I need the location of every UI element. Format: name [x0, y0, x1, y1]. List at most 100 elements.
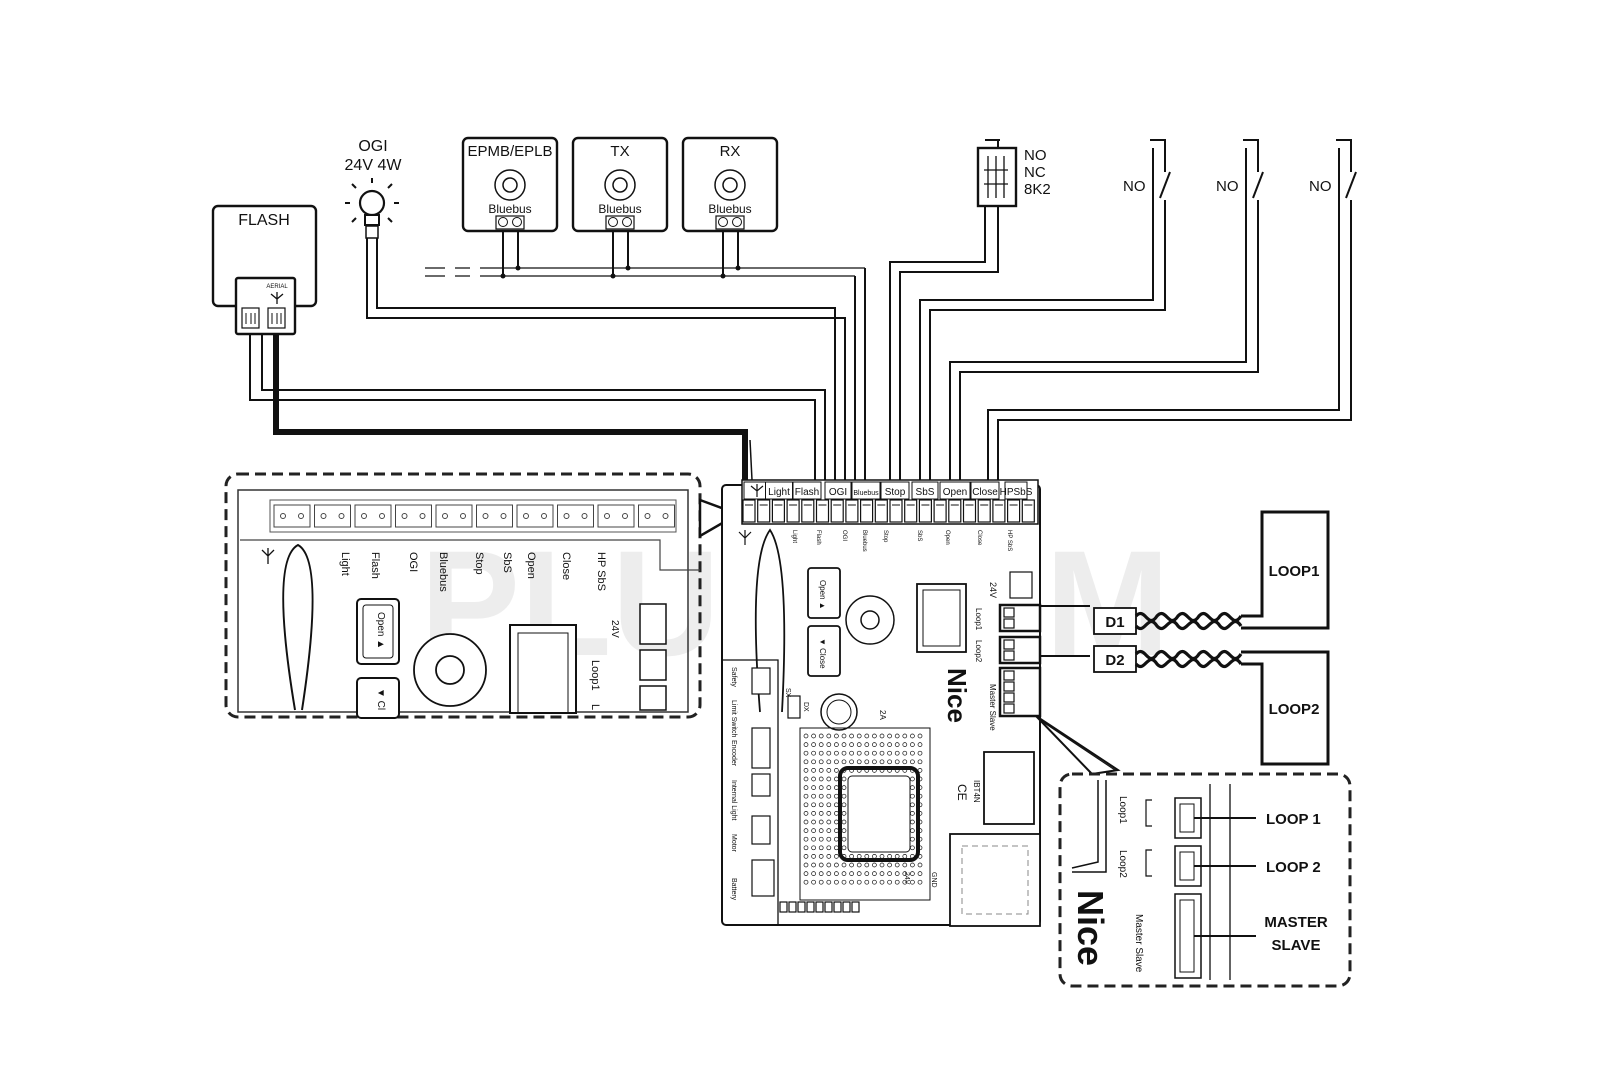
aerial-label: AERIAL	[266, 284, 288, 290]
zoom-label: Open	[525, 552, 537, 579]
svg-text:SX: SX	[784, 688, 791, 698]
photocell-rx: RX Bluebus	[681, 136, 779, 233]
strip-terminal[interactable]	[845, 499, 859, 523]
strip-label: Stop	[885, 487, 906, 498]
strip-terminal[interactable]	[830, 499, 844, 523]
board-top-label: OGI	[841, 530, 847, 541]
board-left-label: Encoder	[730, 740, 737, 767]
strip-terminal[interactable]	[962, 499, 977, 523]
zoom-terminal[interactable]	[314, 504, 351, 528]
svg-text:LOOP 1: LOOP 1	[1266, 811, 1321, 828]
svg-text:Open ▲: Open ▲	[375, 612, 386, 649]
board-top-label: Close	[976, 530, 982, 546]
svg-text:LOOP1: LOOP1	[1269, 563, 1320, 580]
strip-terminal[interactable]	[1021, 499, 1035, 523]
zoom-terminal[interactable]	[476, 504, 513, 528]
svg-text:Loop2: Loop2	[974, 640, 983, 663]
svg-text:▼ Close: ▼ Close	[818, 638, 827, 669]
zoom-terminal[interactable]	[597, 504, 635, 528]
strip-label: Open	[943, 487, 967, 498]
strip-terminal[interactable]	[977, 499, 991, 523]
svg-text:2A: 2A	[878, 710, 887, 720]
board-left-label: Battery	[730, 878, 737, 901]
board-top-label: Stop	[882, 530, 888, 543]
flash-device: FLASH AERIAL	[211, 204, 318, 336]
strip-label: Bluebus	[853, 490, 879, 497]
svg-text:24V: 24V	[903, 872, 910, 885]
switch-sbs-label: NO	[1123, 178, 1146, 195]
stop-contact: NO NC 8K2	[976, 146, 1051, 208]
svg-text:24V: 24V	[988, 582, 998, 598]
zoom-label: HP SbS	[595, 552, 607, 591]
svg-text:Loop2: Loop2	[1117, 850, 1128, 878]
svg-text:LOOP2: LOOP2	[1269, 701, 1320, 718]
loop2-coil	[1241, 650, 1330, 766]
switch-open-label: NO	[1216, 178, 1239, 195]
zoom-terminal[interactable]	[557, 504, 594, 528]
zoom-label: Close	[560, 552, 572, 580]
zoom-terminal[interactable]	[354, 504, 392, 528]
strip-terminal[interactable]	[742, 499, 756, 523]
strip-terminal[interactable]	[771, 499, 786, 523]
zoom-label: SbS	[501, 552, 513, 573]
strip-terminal[interactable]	[948, 499, 962, 523]
svg-text:24V: 24V	[609, 620, 620, 638]
lamp-icon	[358, 189, 386, 217]
svg-text:CE: CE	[955, 784, 969, 801]
svg-text:L: L	[589, 704, 601, 710]
board-left-label: Safety	[730, 667, 737, 687]
photocell-tx: TX Bluebus	[571, 136, 669, 233]
svg-text:GND: GND	[930, 872, 937, 888]
strip-terminal[interactable]	[859, 499, 874, 523]
zoom-label: OGI	[407, 552, 419, 572]
zoom-label: Flash	[369, 552, 381, 579]
svg-text:Master Slave: Master Slave	[1133, 914, 1144, 973]
strip-terminal[interactable]	[1006, 499, 1021, 523]
strip-terminal[interactable]	[904, 499, 918, 523]
strip-label: Close	[972, 487, 998, 498]
ogi-lamp: OGI 24V 4W	[345, 138, 403, 239]
svg-text:Loop1: Loop1	[1117, 796, 1128, 824]
strip-terminal[interactable]	[874, 499, 888, 523]
svg-text:SLAVE: SLAVE	[1272, 937, 1321, 954]
tx-bus-label: Bluebus	[598, 202, 641, 216]
zoom-panel-right: Nice Loop1 Loop2 Master Slave LOOP 1 LOO…	[1058, 772, 1352, 988]
strip-terminal[interactable]	[757, 499, 771, 523]
zoom-terminal[interactable]	[516, 504, 554, 528]
antenna-icon	[270, 292, 284, 304]
board-top-label: Open	[944, 530, 950, 545]
board-top-label: HP SbS	[1006, 530, 1012, 551]
strip-antenna-icon	[750, 484, 764, 497]
strip-terminal[interactable]	[815, 499, 830, 523]
strip-terminal[interactable]	[889, 499, 903, 523]
strip-terminal[interactable]	[801, 499, 815, 523]
tx-label: TX	[610, 143, 629, 160]
rx-bus-label: Bluebus	[708, 202, 751, 216]
board-open-button[interactable]	[807, 567, 841, 619]
board-top-label: Bluebus	[861, 530, 867, 552]
strip-terminal[interactable]	[933, 499, 947, 523]
zoom-terminal[interactable]	[395, 504, 432, 528]
strip-terminal[interactable]	[992, 499, 1006, 523]
zoom-terminal[interactable]	[638, 504, 675, 528]
svg-text:MASTER: MASTER	[1264, 914, 1328, 931]
switch-close-label: NO	[1309, 178, 1332, 195]
strip-terminal[interactable]	[786, 499, 800, 523]
zoom-terminal[interactable]	[273, 504, 311, 528]
strip-label: Light	[768, 487, 790, 498]
zoom-close-button[interactable]	[356, 677, 400, 719]
zoom-brand: Nice	[1070, 890, 1111, 966]
svg-text:Master Slave: Master Slave	[988, 684, 997, 731]
ogi-label: OGI	[358, 138, 387, 155]
board-close-button[interactable]	[807, 625, 841, 677]
strip-terminal[interactable]	[918, 499, 933, 523]
d1-box	[1093, 607, 1137, 635]
board-left-label: Motor	[730, 834, 737, 853]
board-antenna-icon	[738, 530, 752, 545]
ogi-spec: 24V 4W	[345, 157, 403, 174]
zoom-label: Stop	[473, 552, 485, 575]
zoom-terminal[interactable]	[435, 504, 473, 528]
